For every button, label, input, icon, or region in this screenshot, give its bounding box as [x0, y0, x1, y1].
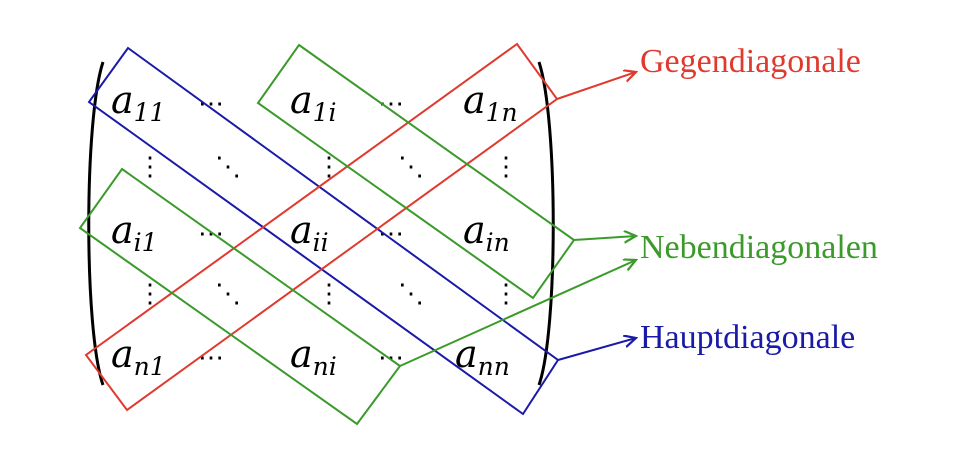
- ellipsis-horizontal: ⋯: [198, 219, 224, 249]
- ellipsis-diagonal: ⋱: [215, 279, 241, 309]
- label-gegendiagonale: Gegendiagonale: [640, 43, 861, 80]
- matrix-entry-ani: ani: [290, 332, 337, 381]
- ellipsis-diagonal: ⋱: [398, 279, 424, 309]
- main-diagonal-arrow: [557, 338, 636, 361]
- matrix-entry-a1n: a1n: [463, 78, 518, 127]
- ellipsis-horizontal: ⋯: [198, 343, 224, 373]
- label-nebendiagonalen: Nebendiagonalen: [640, 229, 878, 266]
- ellipsis-vertical: ⋮: [137, 152, 163, 182]
- ellipsis-diagonal: ⋱: [215, 152, 241, 182]
- ellipsis-vertical: ⋮: [493, 279, 519, 309]
- anti-diagonal-band: [84, 42, 559, 412]
- matrix-entry-aii: aii: [290, 208, 329, 257]
- ellipsis-vertical: ⋮: [316, 279, 342, 309]
- ellipsis-diagonal: ⋱: [398, 152, 424, 182]
- main-diagonal-band: [87, 46, 560, 416]
- matrix-entry-a11: a11: [111, 78, 165, 127]
- ellipsis-horizontal: ⋯: [378, 343, 404, 373]
- matrix-entry-an1: an1: [111, 332, 166, 381]
- lower-side-diagonal-band: [78, 167, 402, 426]
- anti-diagonal-arrow: [556, 72, 636, 100]
- ellipsis-vertical: ⋮: [316, 152, 342, 182]
- label-hauptdiagonale: Hauptdiagonale: [640, 319, 855, 356]
- upper-side-diagonal-band: [256, 43, 576, 300]
- ellipsis-vertical: ⋮: [493, 152, 519, 182]
- matrix-entry-ann: ann: [455, 332, 510, 381]
- side-diagonal-arrow-upper: [573, 236, 636, 240]
- side-diagonal-arrow-lower: [399, 260, 636, 367]
- matrix-entry-ai1: ai1: [111, 208, 158, 257]
- matrix-entry-ain: ain: [463, 208, 510, 257]
- matrix-entry-a1i: a1i: [290, 78, 337, 127]
